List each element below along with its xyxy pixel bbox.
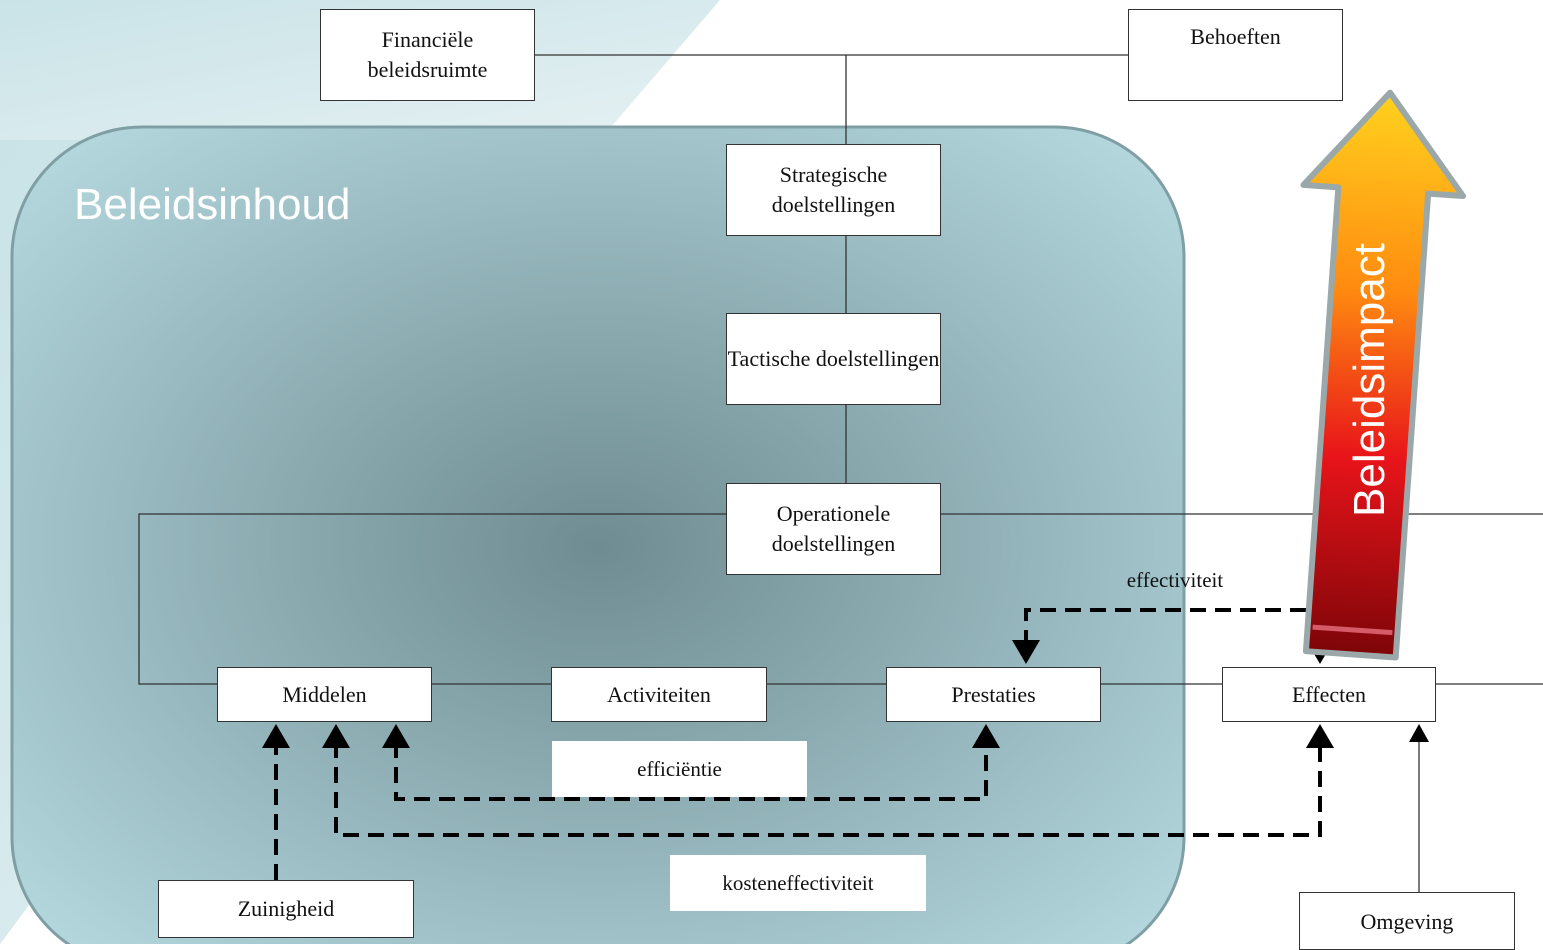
tactische-doelstellingen-box: Tactische doelstellingen — [726, 313, 941, 405]
zuinigheid-box: Zuinigheid — [158, 880, 414, 938]
beleidsinhoud-title: Beleidsinhoud — [74, 180, 351, 229]
omgeving-arrowhead — [1409, 724, 1429, 742]
strategische-doelstellingen-box: Strategische doelstellingen — [726, 144, 941, 236]
prestaties-box: Prestaties — [886, 667, 1101, 722]
beleidsimpact-label: Beleidsimpact — [1345, 243, 1394, 517]
connector-lines — [138, 54, 1543, 892]
activiteiten-box: Activiteiten — [551, 667, 767, 722]
operationele-doelstellingen-box: Operationele doelstellingen — [726, 483, 941, 575]
middelen-box: Middelen — [217, 667, 432, 722]
effecten-box: Effecten — [1222, 667, 1436, 722]
financiele-beleidsruimte-box: Financiële beleidsruimte — [320, 9, 535, 101]
omgeving-box: Omgeving — [1299, 892, 1515, 950]
relation-lines — [274, 608, 1322, 880]
behoeften-box: Behoeften — [1128, 9, 1343, 101]
beleidsinhoud-region — [10, 125, 1186, 944]
effectiviteit-label: effectiviteit — [1126, 567, 1224, 592]
efficientie-label: efficiëntie — [552, 741, 807, 797]
kosteneffectiviteit-label: kosteneffectiviteit — [670, 855, 926, 911]
beleidsimpact-arrow — [1300, 89, 1467, 661]
